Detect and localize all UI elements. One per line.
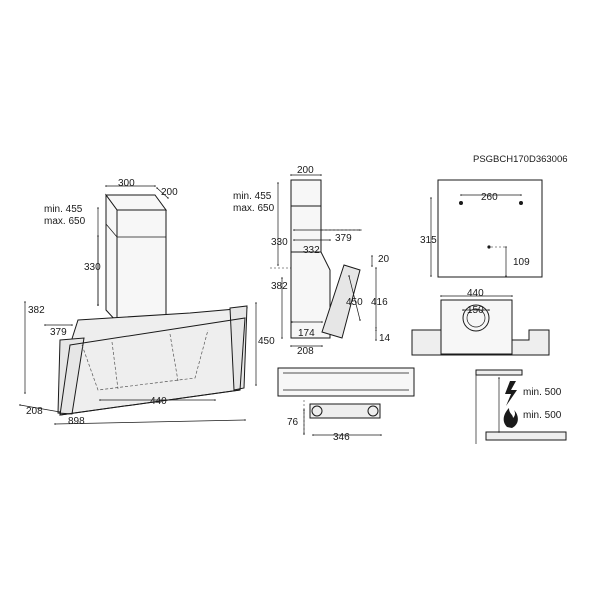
v6-gas-label: min. 500: [523, 410, 562, 421]
clearance-hood: [475, 369, 523, 376]
glass-right: [229, 305, 248, 391]
v2-dim-top-gap: 20: [378, 254, 390, 265]
v2-dim-bottom-depth: 174: [298, 328, 315, 339]
v2-dim-bottom-gap: 14: [379, 333, 391, 344]
v1-dim-inner-width: 440: [150, 396, 167, 407]
v2-dim-body-height: 382: [271, 281, 288, 292]
v4-dim-bracket-spacing: 260: [481, 192, 498, 203]
hood-top-view: 440 150: [411, 288, 550, 356]
wall-mount-view: 260 315 109: [420, 179, 543, 278]
chimney-upper: [290, 179, 322, 207]
v4-dim-outlet-height: 109: [513, 257, 530, 268]
v1-dim-glass-height: 450: [258, 336, 275, 347]
clearance-hob: [485, 431, 567, 441]
hood-side-view: 200 min. 455 max. 650 330 332 379 382 20…: [233, 165, 391, 357]
bottom-panel: [309, 403, 381, 419]
v1-dim-total-width: 898: [68, 416, 85, 427]
v1-dim-chimney-width: 300: [118, 178, 135, 189]
v1-dim-chimney-depth: 200: [161, 187, 178, 198]
v2-dim-chimney-offset: 332: [303, 245, 320, 256]
v1-min-label: min. 455: [44, 204, 83, 215]
chimney-front: [116, 209, 167, 323]
v2-min-label: min. 455: [233, 191, 272, 202]
v1-dim-inner-depth: 379: [50, 327, 67, 338]
bracket-hole-left: [459, 201, 463, 205]
model-code: PSGBCH170D363006: [473, 154, 568, 165]
bottom-knob-right: [367, 405, 379, 417]
chimney-side: [105, 193, 118, 324]
bottom-body: [277, 367, 415, 397]
bracket-hole-right: [519, 201, 523, 205]
v3-dim-height: 76: [287, 417, 299, 428]
outlet-center: [487, 245, 491, 249]
wall-plate: [437, 179, 543, 278]
clearance-view: min. 500 min. 500: [475, 369, 567, 444]
v2-max-label: max. 650: [233, 203, 275, 214]
bottom-knob-left: [311, 405, 323, 417]
v5-dim-outlet: 150: [467, 305, 484, 316]
v4-dim-height: 315: [420, 235, 437, 246]
hood-bottom-view: 76 346: [277, 367, 415, 443]
outlet-circle: [462, 304, 490, 332]
v5-dim-total: 440: [467, 288, 484, 299]
v6-electric-label: min. 500: [523, 387, 562, 398]
v2-dim-glass-vertical: 416: [371, 297, 388, 308]
v1-max-label: max. 650: [44, 216, 86, 227]
v1-dim-body-height: 382: [28, 305, 45, 316]
v1-dim-chimney-height: 330: [84, 262, 101, 273]
v2-dim-chimney-width: 200: [297, 165, 314, 176]
v2-dim-base-depth: 208: [297, 346, 314, 357]
v2-dim-chimney-height: 330: [271, 237, 288, 248]
hood-3d-view: 300 200 min. 455 max. 650 330 382 379 45…: [19, 178, 275, 427]
glass-left: [57, 337, 85, 415]
v2-dim-glass-height: 450: [346, 297, 363, 308]
v3-dim-width: 346: [333, 432, 350, 443]
v2-dim-depth-379: 379: [335, 233, 352, 244]
chimney-lower: [290, 205, 322, 253]
lightning-icon: [505, 381, 517, 406]
flame-icon: [503, 408, 518, 428]
v1-dim-canopy-depth: 208: [26, 406, 43, 417]
side-body: [290, 251, 331, 339]
